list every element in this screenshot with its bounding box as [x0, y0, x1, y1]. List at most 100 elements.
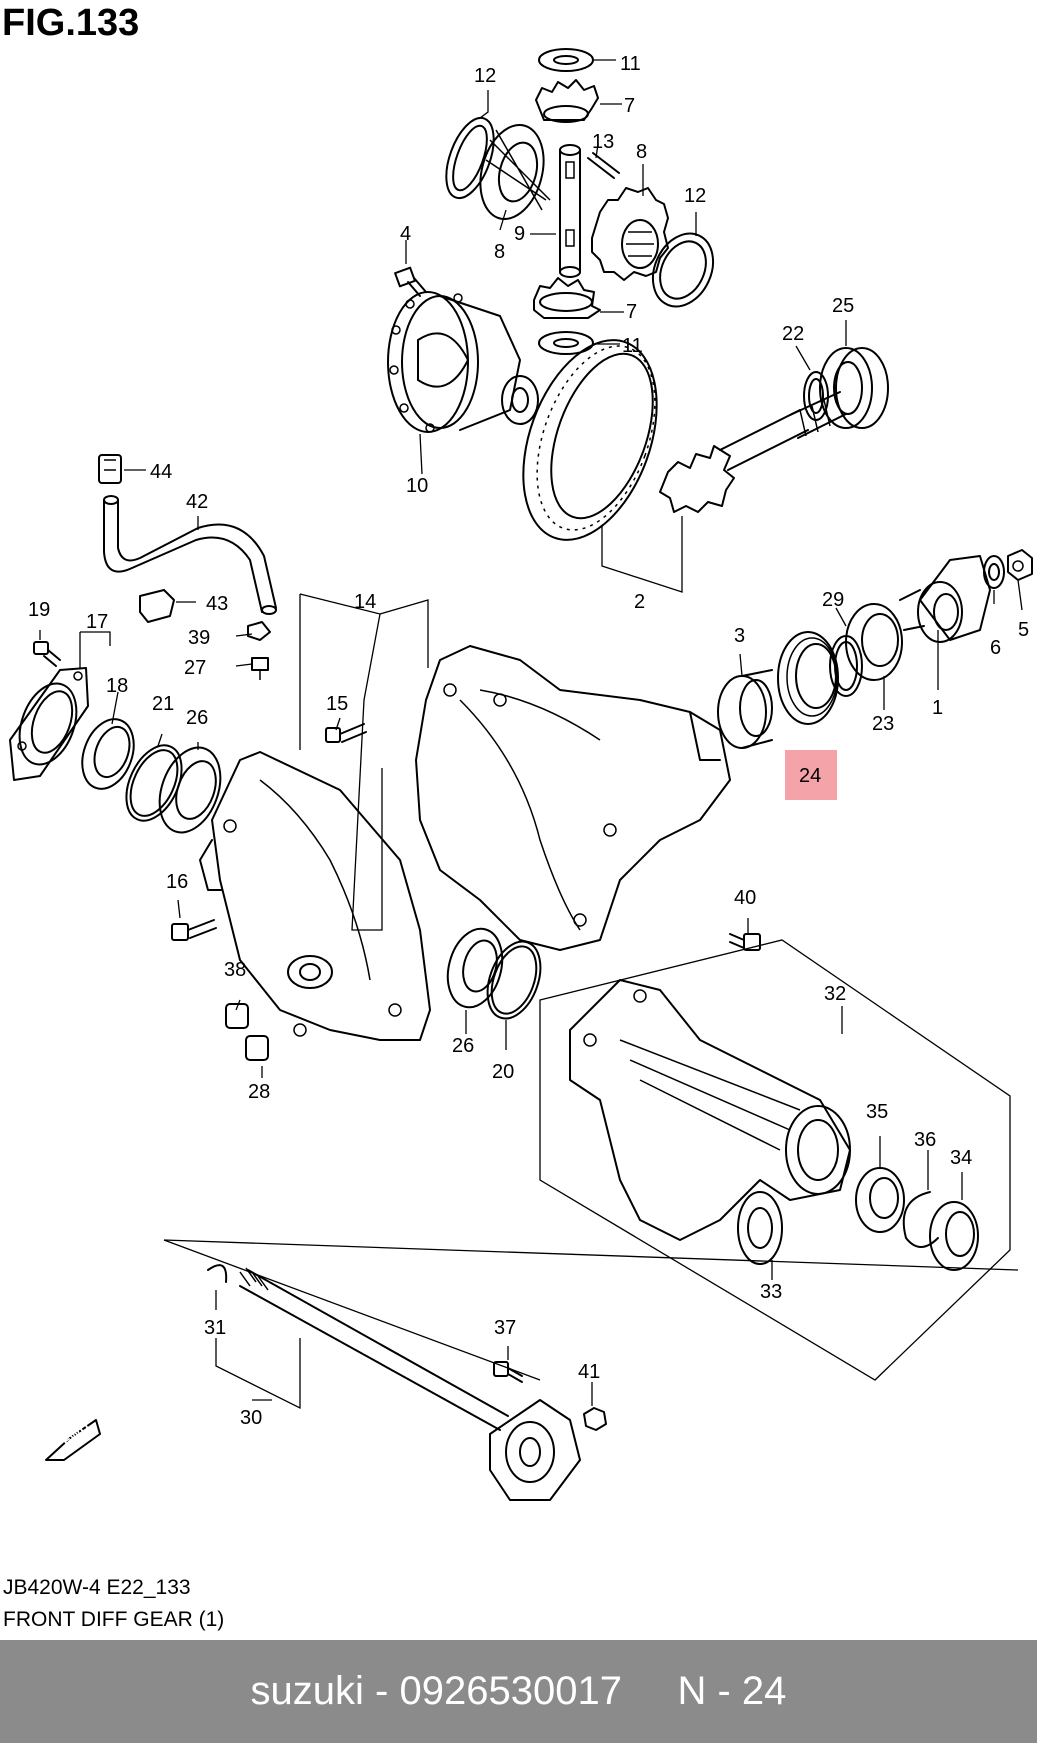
highlighted-part-marker[interactable]: [785, 750, 837, 800]
diagram-caption: FRONT DIFF GEAR (1): [3, 1608, 225, 1631]
callout-14: 14: [354, 591, 376, 613]
side-gear-left: [479, 123, 551, 221]
callout-1: 1: [932, 697, 943, 719]
oil-seal-18: [81, 718, 135, 790]
breather-hose: [103, 495, 277, 615]
callout-4: 4: [400, 223, 411, 245]
callout-11-bottom: 11: [622, 335, 643, 357]
housing-left-half: [199, 751, 431, 1041]
side-gear-right: [591, 187, 669, 281]
callout-40: 40: [734, 887, 756, 909]
callout-25: 25: [832, 295, 854, 317]
axle-housing-box-32: [539, 939, 1011, 1381]
bearing-23: [845, 603, 903, 681]
callout-3: 3: [734, 625, 745, 647]
pinion-gear-top: [535, 79, 599, 123]
plug-28: [245, 1035, 269, 1061]
thrust-washer-top: [538, 48, 594, 72]
pinion-gear-bottom: [533, 277, 601, 319]
bolt-19: [33, 641, 61, 667]
callout-12-right: 12: [684, 185, 706, 207]
nut-5: [1007, 549, 1033, 581]
callout-24-highlighted: 24: [799, 765, 821, 787]
bolt-37: [493, 1361, 523, 1383]
bolt-15: [325, 723, 367, 743]
thrust-washer-bottom: [538, 331, 594, 355]
callout-43: 43: [206, 593, 228, 615]
breather-cap: [98, 454, 122, 484]
drive-pinion: [659, 391, 847, 513]
callout-8-right: 8: [636, 141, 647, 163]
snap-ring-36: [902, 1191, 939, 1248]
o-ring-20: [486, 940, 542, 1020]
axle-shaft-30: [239, 1267, 581, 1501]
figure-title: FIG.133: [2, 2, 140, 44]
callout-19: 19: [28, 599, 50, 621]
callout-44: 44: [150, 461, 172, 483]
side-gear-washer-left: [445, 116, 495, 200]
callout-17: 17: [86, 611, 108, 633]
callout-5: 5: [1018, 619, 1029, 641]
part-number-bar: suzuki - 0926530017 N - 24: [0, 1640, 1037, 1743]
callout-36: 36: [914, 1129, 936, 1151]
housing-right-half: [415, 645, 731, 951]
side-gear-washer-right: [651, 232, 715, 308]
diagram-code: JB420W-4 E22_133: [3, 1576, 191, 1599]
callout-39: 39: [188, 627, 210, 649]
callout-16: 16: [166, 871, 188, 893]
callout-35: 35: [866, 1101, 888, 1123]
snap-ring-31: [207, 1264, 228, 1283]
callout-29: 29: [822, 589, 844, 611]
callout-6: 6: [990, 637, 1001, 659]
bearing-35: [855, 1167, 905, 1233]
callout-11-top: 11: [620, 53, 641, 75]
ring-gear: [522, 339, 658, 541]
differential-case: [387, 291, 539, 433]
callout-26-left: 26: [186, 707, 208, 729]
callout-2: 2: [634, 591, 645, 613]
callout-8-left: 8: [494, 241, 505, 263]
callout-32: 32: [824, 983, 846, 1005]
callout-9: 9: [514, 223, 525, 245]
washer-6: [983, 555, 1005, 589]
bolt-16: [171, 919, 217, 941]
axle-housing-32: [569, 979, 851, 1265]
hose-clip: [139, 589, 175, 623]
bolt-40: [729, 933, 761, 951]
callout-numbers: 11 7 12 13 8 12 9 8 4 7 11 25 22 10 44 4…: [28, 53, 1029, 1429]
callout-41: 41: [578, 1361, 600, 1383]
companion-flange-1: [899, 555, 991, 643]
lock-pin: [587, 152, 620, 179]
callout-13: 13: [592, 131, 614, 153]
shim-22: [803, 371, 829, 421]
callout-23: 23: [872, 713, 894, 735]
breather-plug-27: [251, 657, 269, 680]
callout-12-left: 12: [474, 65, 496, 87]
forward-direction-arrow: FWD: [45, 1419, 101, 1461]
breather-union-39: [247, 621, 271, 641]
plug-38: [225, 1003, 249, 1029]
callout-18: 18: [106, 675, 128, 697]
callout-31: 31: [204, 1317, 226, 1339]
bearing-25: [819, 347, 889, 429]
pinion-shaft: [559, 144, 581, 278]
callout-37: 37: [494, 1317, 516, 1339]
part-number-text: suzuki - 0926530017 N - 24: [250, 1669, 787, 1713]
callout-27: 27: [184, 657, 206, 679]
bolt-4: [394, 266, 427, 297]
callout-10: 10: [406, 475, 428, 497]
leader-lines: [39, 59, 1023, 1410]
callout-22: 22: [782, 323, 804, 345]
callout-28: 28: [248, 1081, 270, 1103]
oil-seal-retainer-17: [9, 667, 89, 781]
callout-7-top: 7: [624, 95, 635, 117]
axle-shaft-box-30: [163, 1239, 1019, 1381]
bearing-24: [777, 631, 839, 725]
callout-38: 38: [224, 959, 246, 981]
exploded-view-diagram: FWD: [9, 48, 1033, 1501]
callout-42: 42: [186, 491, 208, 513]
callout-7-bottom: 7: [626, 301, 637, 323]
callout-26-right: 26: [452, 1035, 474, 1057]
callout-21: 21: [152, 693, 174, 715]
